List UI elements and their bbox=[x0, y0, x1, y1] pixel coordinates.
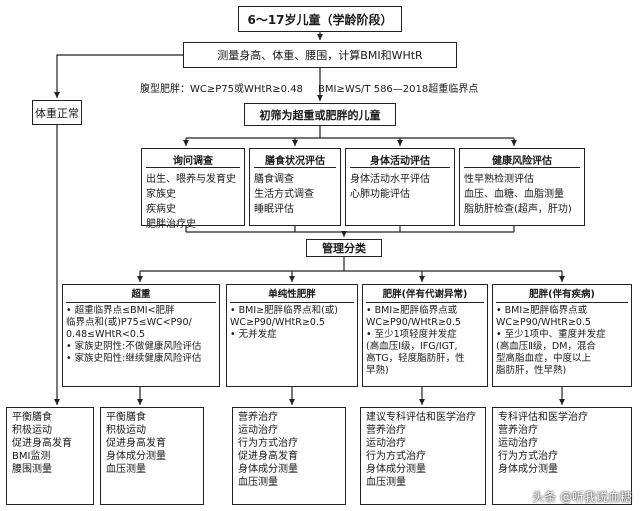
category-metabolic-obesity-line: (高血压Ⅰ级，IFG/IGT, bbox=[366, 341, 458, 352]
category-overweight-title: 超重 bbox=[66, 287, 216, 303]
intervention-simple-obesity-box: 营养治疗 运动治疗 行为方式治疗 促进身高发育 身体成分测量 血压测量 bbox=[232, 407, 346, 505]
category-simple-obesity-title: 单纯性肥胖 bbox=[230, 287, 354, 303]
category-simple-obesity-line: WC≥P90/WHtR≥0.5 bbox=[230, 317, 325, 328]
assessment-diet-box: 膳食状况评估 膳食调查 生活方式调查 睡眠评估 bbox=[249, 148, 341, 226]
assessment-diet-line: 生活方式调查 bbox=[254, 189, 314, 200]
assessment-activity-line: 身体活动水平评估 bbox=[350, 174, 430, 185]
category-overweight-line: • 家族史阴性:不做健康风险评估 bbox=[66, 341, 202, 352]
intervention-simple-obesity-line: 营养治疗 bbox=[238, 412, 278, 423]
intervention-metabolic-obesity-line: 运动治疗 bbox=[366, 438, 406, 449]
normal-weight-box: 体重正常 bbox=[32, 100, 82, 125]
intervention-simple-obesity-line: 身体成分测量 bbox=[238, 464, 298, 475]
intervention-overweight-line: 血压测量 bbox=[106, 464, 146, 475]
intervention-metabolic-obesity-line: 行为方式治疗 bbox=[366, 451, 426, 462]
category-disease-obesity-box: 肥胖(伴有疾病) • BMI≥肥胖临界点或 WC≥P90/WHtR≥0.5 • … bbox=[492, 284, 632, 387]
category-overweight-box: 超重 • 超重临界点≤BMI<肥胖 临界点和(或)P75≤WC<P90/ 0.4… bbox=[62, 284, 220, 387]
assessment-risk-line: 性早熟检测评估 bbox=[464, 174, 534, 185]
assessment-activity-box: 身体活动评估 身体活动水平评估 心肺功能评估 bbox=[345, 148, 455, 226]
category-disease-obesity-line: • 至少1项中、重度并发症 bbox=[496, 329, 606, 340]
category-overweight-line: • 家族史阳性:继续健康风险评估 bbox=[66, 353, 202, 364]
intervention-disease-obesity-line: 运动治疗 bbox=[498, 438, 538, 449]
assessment-diet-title: 膳食状况评估 bbox=[254, 151, 336, 168]
intervention-normal-line: 积极运动 bbox=[12, 425, 52, 436]
intervention-normal-line: 平衡膳食 bbox=[12, 412, 52, 423]
waist-criteria-label: 腹型肥胖：WC≥P75或WHtR≥0.48 bbox=[140, 84, 303, 95]
assessment-history-line: 家族史 bbox=[146, 189, 176, 200]
classification-label: 管理分类 bbox=[322, 242, 366, 255]
intervention-normal-line: 促进身高发育 bbox=[12, 438, 72, 449]
category-disease-obesity-line: (高血压Ⅱ级，DM，混合 bbox=[496, 341, 596, 352]
intervention-disease-obesity-line: 身体成分测量 bbox=[498, 464, 558, 475]
intervention-overweight-box: 平衡膳食 积极运动 促进身高发育 身体成分测量 血压测量 bbox=[100, 407, 204, 505]
intervention-disease-obesity-line: 行为方式治疗 bbox=[498, 451, 558, 462]
intervention-simple-obesity-line: 促进身高发育 bbox=[238, 451, 298, 462]
assessment-history-title: 询问调查 bbox=[146, 151, 240, 168]
intervention-disease-obesity-box: 专科评估和医学治疗 营养治疗 运动治疗 行为方式治疗 身体成分测量 bbox=[492, 407, 632, 505]
assessment-diet-line: 膳食调查 bbox=[254, 174, 294, 185]
age-group-title: 6～17岁儿童（学龄阶段） bbox=[247, 12, 393, 27]
assessment-history-line: 疾病史 bbox=[146, 204, 176, 215]
assessment-activity-title: 身体活动评估 bbox=[350, 151, 450, 168]
intervention-metabolic-obesity-line: 血压测量 bbox=[366, 477, 406, 488]
intervention-overweight-line: 积极运动 bbox=[106, 425, 146, 436]
intervention-metabolic-obesity-line: 身体成分测量 bbox=[366, 464, 426, 475]
normal-weight-label: 体重正常 bbox=[35, 106, 79, 120]
assessment-diet-line: 睡眠评估 bbox=[254, 204, 294, 215]
intervention-simple-obesity-line: 运动治疗 bbox=[238, 425, 278, 436]
category-metabolic-obesity-line: • BMI≥肥胖临界点或 bbox=[366, 305, 458, 316]
category-simple-obesity-line: • BMI≥肥胖临界点和(或) bbox=[230, 305, 339, 316]
screening-label: 初筛为超重或肥胖的儿童 bbox=[259, 108, 381, 122]
assessment-history-line: 肥胖治疗史 bbox=[146, 219, 196, 230]
bmi-criteria-label: BMI≥WS/T 586—2018超重临界点 bbox=[318, 84, 479, 95]
intervention-metabolic-obesity-line: 建议专科评估和医学治疗 bbox=[366, 412, 476, 423]
category-metabolic-obesity-line: 早熟) bbox=[366, 365, 389, 376]
assessment-risk-title: 健康风险评估 bbox=[464, 151, 580, 168]
intervention-simple-obesity-line: 血压测量 bbox=[238, 477, 278, 488]
intervention-normal-line: 腰围测量 bbox=[12, 464, 52, 475]
measurement-box: 测量身高、体重、腰围，计算BMI和WHtR bbox=[183, 42, 457, 68]
intervention-normal-box: 平衡膳食 积极运动 促进身高发育 BMI监测 腰围测量 bbox=[6, 407, 94, 505]
category-disease-obesity-title: 肥胖(伴有疾病) bbox=[496, 287, 628, 303]
category-simple-obesity-box: 单纯性肥胖 • BMI≥肥胖临界点和(或) WC≥P90/WHtR≥0.5 • … bbox=[226, 284, 358, 387]
category-disease-obesity-line: 脂肪肝，性早熟) bbox=[496, 365, 567, 376]
category-metabolic-obesity-title: 肥胖(伴有代谢异常) bbox=[366, 287, 484, 303]
category-overweight-line: 0.48≤WHtR<0.5 bbox=[66, 329, 146, 340]
intervention-overweight-line: 身体成分测量 bbox=[106, 451, 166, 462]
assessment-history-line: 出生、喂养与发育史 bbox=[146, 174, 236, 185]
intervention-normal-line: BMI监测 bbox=[12, 451, 51, 462]
category-disease-obesity-line: WC≥P90/WHtR≥0.5 bbox=[496, 317, 591, 328]
intervention-metabolic-obesity-line: 营养治疗 bbox=[366, 425, 406, 436]
age-group-title-box: 6～17岁儿童（学龄阶段） bbox=[238, 6, 402, 32]
assessment-risk-line: 血压、血糖、血脂测量 bbox=[464, 189, 564, 200]
intervention-simple-obesity-line: 行为方式治疗 bbox=[238, 438, 298, 449]
category-simple-obesity-line: • 无并发症 bbox=[230, 329, 277, 340]
intervention-overweight-line: 促进身高发育 bbox=[106, 438, 166, 449]
category-metabolic-obesity-box: 肥胖(伴有代谢异常) • BMI≥肥胖临界点或 WC≥P90/WHtR≥0.5 … bbox=[362, 284, 488, 387]
screening-box: 初筛为超重或肥胖的儿童 bbox=[244, 103, 396, 126]
category-metabolic-obesity-line: 高TG，轻度脂肪肝，性 bbox=[366, 353, 465, 364]
intervention-disease-obesity-line: 专科评估和医学治疗 bbox=[498, 412, 588, 423]
intervention-disease-obesity-line: 营养治疗 bbox=[498, 425, 538, 436]
assessment-risk-box: 健康风险评估 性早熟检测评估 血压、血糖、血脂测量 脂肪肝检查(超声，肝功) bbox=[459, 148, 585, 226]
arrow-measure-to-normal bbox=[54, 54, 183, 98]
measurement-text: 测量身高、体重、腰围，计算BMI和WHtR bbox=[217, 49, 423, 62]
classification-box: 管理分类 bbox=[306, 239, 382, 257]
category-disease-obesity-line: • BMI≥肥胖临界点或 bbox=[496, 305, 588, 316]
intervention-overweight-line: 平衡膳食 bbox=[106, 412, 146, 423]
watermark-text: 头条 @听我说血糖 bbox=[532, 490, 632, 504]
intervention-metabolic-obesity-box: 建议专科评估和医学治疗 营养治疗 运动治疗 行为方式治疗 身体成分测量 血压测量 bbox=[360, 407, 486, 505]
category-metabolic-obesity-line: • 至少1项轻度并发症 bbox=[366, 329, 457, 340]
category-overweight-line: 临界点和(或)P75≤WC<P90/ bbox=[66, 317, 192, 328]
category-metabolic-obesity-line: WC≥P90/WHtR≥0.5 bbox=[366, 317, 461, 328]
category-overweight-line: • 超重临界点≤BMI<肥胖 bbox=[66, 305, 175, 316]
assessment-activity-line: 心肺功能评估 bbox=[350, 189, 410, 200]
assessment-history-box: 询问调查 出生、喂养与发育史 家族史 疾病史 肥胖治疗史 bbox=[141, 148, 245, 230]
category-disease-obesity-line: 型高脂血症，中度以上 bbox=[496, 353, 592, 364]
assessment-risk-line: 脂肪肝检查(超声，肝功) bbox=[464, 204, 572, 215]
